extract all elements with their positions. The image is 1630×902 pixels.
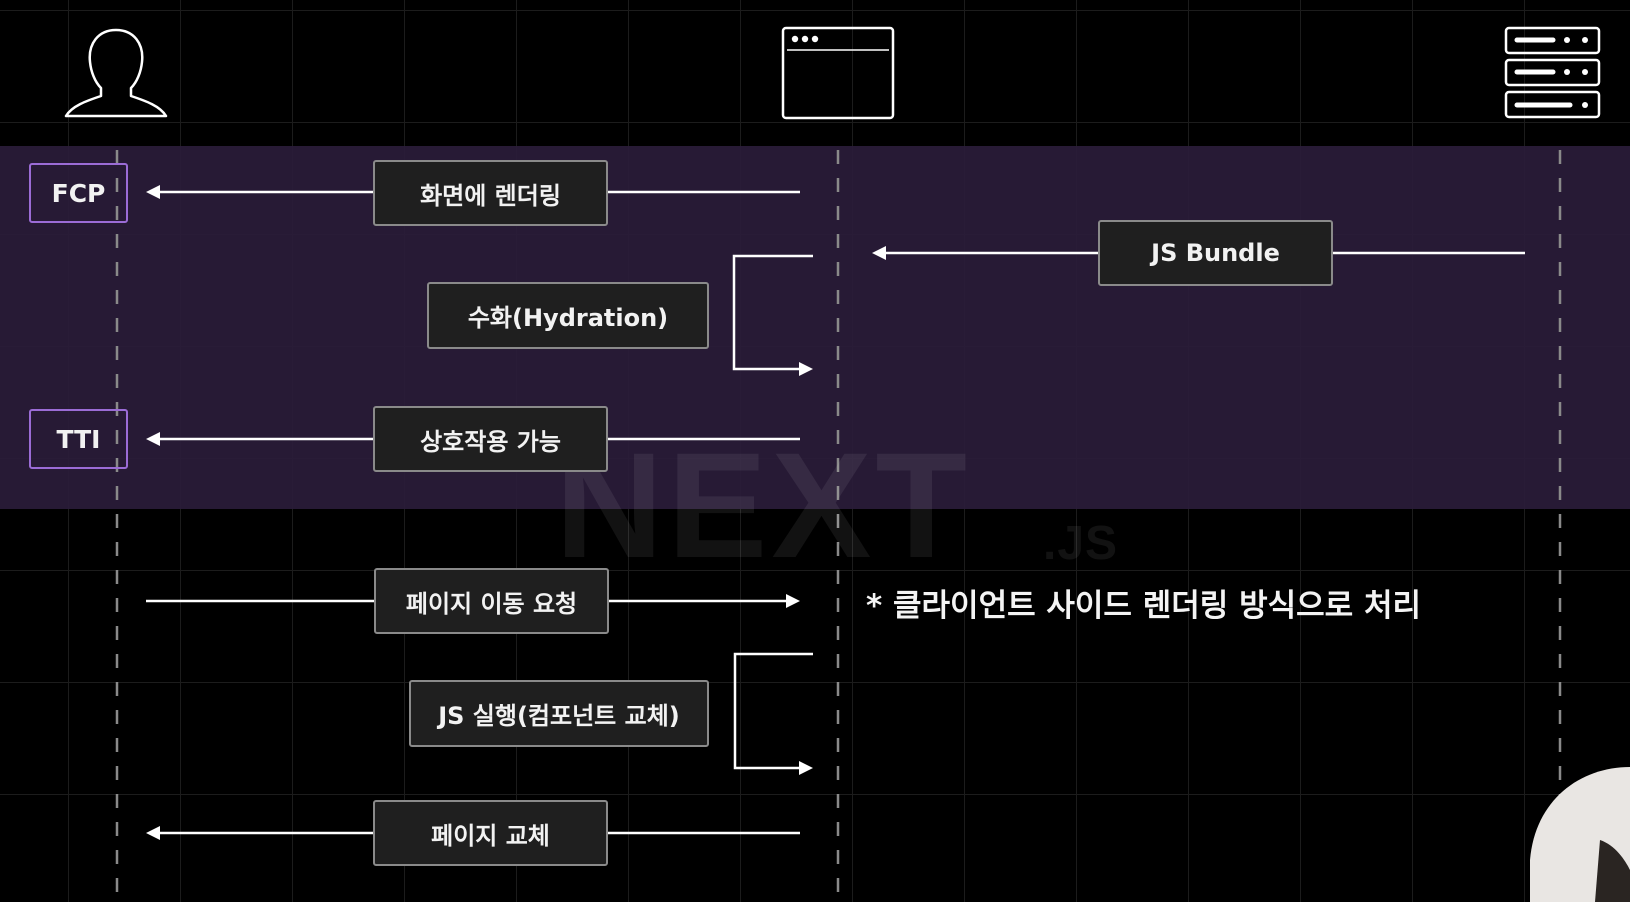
presenter-video-thumbnail [1530,767,1630,902]
page-nav-request-box: 페이지 이동 요청 [374,568,609,634]
user-icon [64,28,168,118]
arrowhead [799,761,813,775]
hydration-loop-arrow [732,254,813,371]
csr-note: * 클라이언트 사이드 렌더링 방식으로 처리 [866,588,1422,624]
render-screen-box: 화면에 렌더링 [373,160,608,226]
hydration-band [0,146,1630,509]
nextjs-watermark: NEXT [555,421,972,589]
js-bundle-box: JS Bundle [1098,220,1333,286]
server-icon [1504,26,1601,119]
hydration-box: 수화(Hydration) [427,282,709,349]
arrowhead [786,594,800,608]
arrowhead [799,362,813,376]
browser-icon [781,26,895,120]
nextjs-watermark-suffix: .JS [1043,517,1119,570]
arrowhead [146,185,160,199]
arrowhead [146,432,160,446]
interactive-box: 상호작용 가능 [373,406,608,472]
tti-metric-box: TTI [29,409,128,469]
arrowhead [872,246,886,260]
page-replace-box: 페이지 교체 [373,800,608,866]
arrowhead [146,826,160,840]
fcp-metric-box: FCP [29,163,128,223]
js-execute-loop-arrow [733,652,813,770]
js-execute-box: JS 실행(컴포넌트 교체) [409,680,709,747]
